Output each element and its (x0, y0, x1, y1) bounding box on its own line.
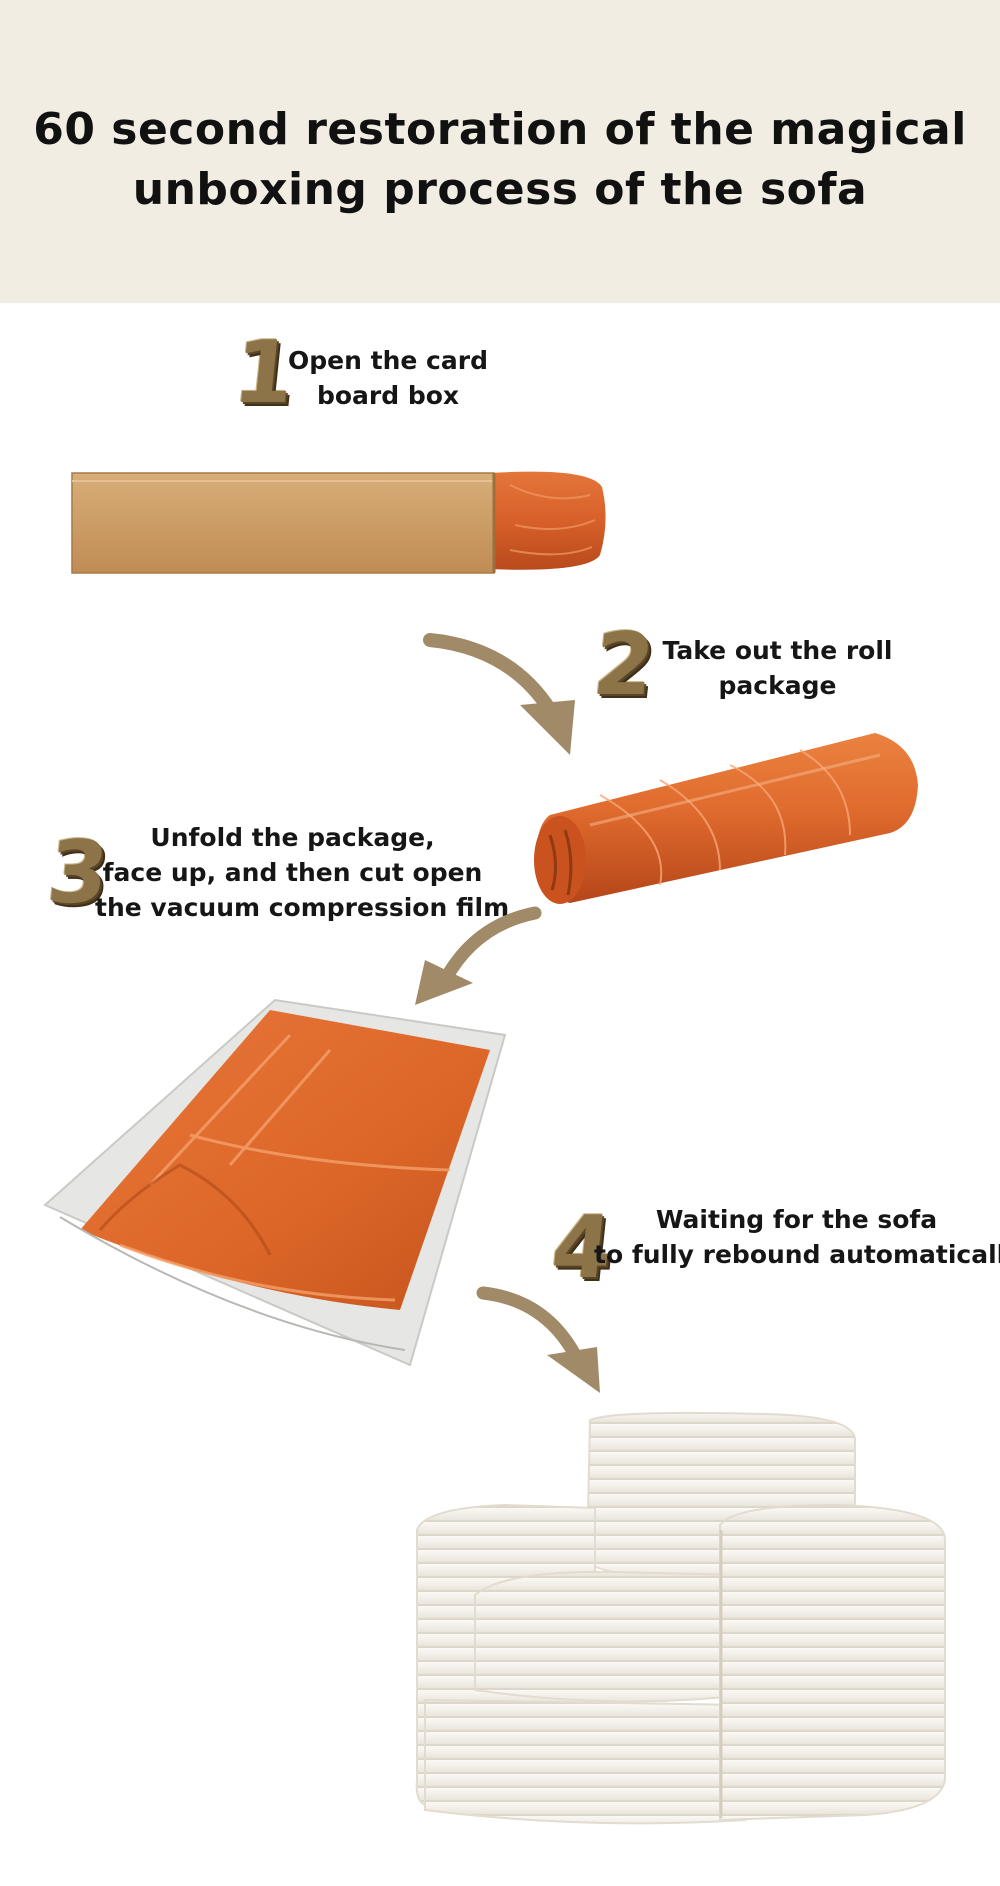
step-2-line-2: package (718, 671, 837, 700)
step-3-line-1: Unfold the package, (150, 823, 435, 852)
step-1-text: Open the card board box (258, 343, 518, 413)
arrow-down-right-icon (423, 633, 575, 755)
page-title-line-1: 60 second restoration of the magical (33, 104, 967, 155)
vacuum-pack-image (43, 998, 507, 1367)
arrow-down-right-icon-2 (476, 1286, 600, 1393)
step-4-line-2: to fully rebound automatically (594, 1240, 1000, 1269)
step-2-line-1: Take out the roll (662, 636, 893, 665)
cardboard-box-image (71, 471, 606, 574)
step-2-number: 2 (588, 615, 660, 715)
arrow-down-left-icon (415, 906, 542, 1005)
page-title-line-2: unboxing process of the sofa (132, 164, 868, 215)
step-3-line-3: the vacuum compression film (95, 893, 510, 922)
sofa-image (415, 1411, 946, 1825)
header-banner: 60 second restoration of the magical unb… (0, 0, 1000, 303)
step-4-text: Waiting for the sofa to fully rebound au… (594, 1202, 1000, 1272)
rolled-package-image (534, 733, 918, 904)
step-3-text: Unfold the package, face up, and then cu… (95, 820, 510, 925)
page-title: 60 second restoration of the magical unb… (0, 100, 1000, 220)
step-1-line-2: board box (316, 381, 460, 410)
step-1-line-1: Open the card (288, 346, 488, 375)
step-3-line-2: face up, and then cut open (102, 858, 483, 887)
step-2-text: Take out the roll package (650, 633, 905, 703)
step-4-line-1: Waiting for the sofa (655, 1205, 938, 1234)
